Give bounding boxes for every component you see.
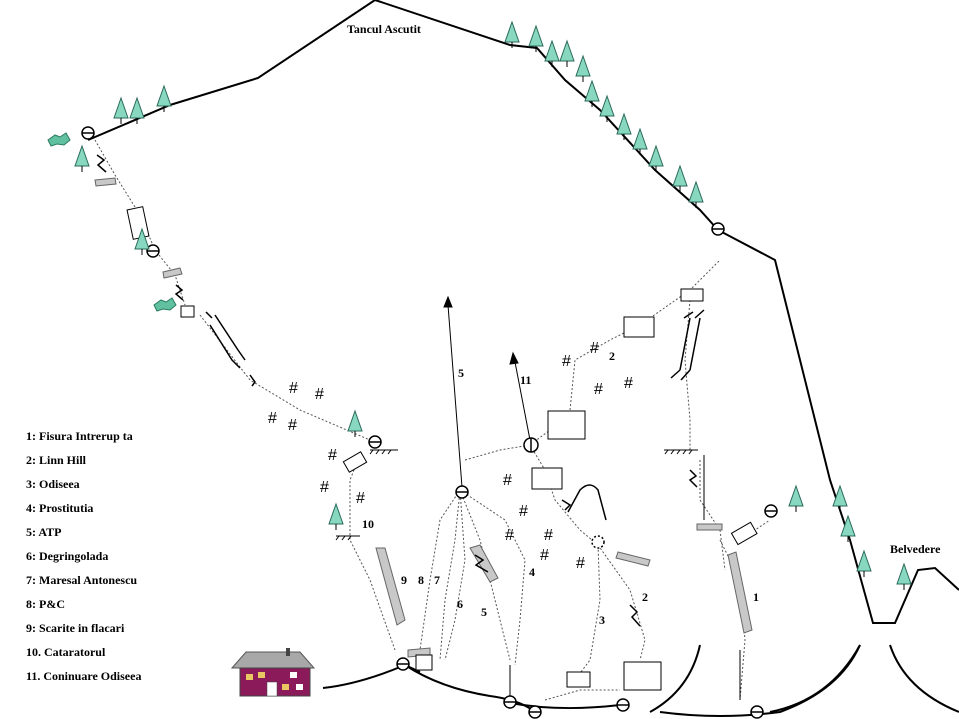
tree-icon: [896, 562, 912, 590]
tree-icon: [840, 514, 856, 542]
belvedere-label: Belvedere: [890, 542, 941, 556]
route-number-1: 1: [753, 590, 759, 604]
zigzag-marks: [96, 154, 698, 627]
route-number-4: 4: [529, 565, 535, 579]
belay-blocks: [126, 206, 758, 691]
route-number-2-upper: 2: [609, 349, 615, 363]
tree-icon: [544, 39, 560, 67]
tree-icon: [74, 144, 90, 172]
route-number-7: 7: [434, 573, 440, 587]
legend-item: 8: P&C: [26, 597, 65, 611]
hut-icon: [230, 648, 316, 697]
legend-item: 1: Fisura Intrerup ta: [26, 429, 133, 443]
svg-text:#: #: [540, 547, 549, 564]
svg-text:#: #: [590, 340, 599, 357]
tree-icon: [129, 96, 145, 124]
tree-icon: [688, 180, 704, 208]
route-number-3: 3: [599, 613, 605, 627]
legend-item: 5: ATP: [26, 525, 62, 539]
tree-icon: [559, 39, 575, 67]
tree-icon: [632, 127, 648, 155]
ledge-marks: [335, 449, 698, 541]
svg-text:#: #: [505, 527, 514, 544]
route-arrows: [443, 295, 741, 700]
svg-text:#: #: [315, 386, 324, 403]
tree-icon: [134, 227, 150, 255]
svg-text:#: #: [544, 527, 553, 544]
legend-item: 10. Cataratorul: [26, 645, 106, 659]
svg-text:#: #: [562, 353, 571, 370]
vegetation-hash-marks: # # # # # # # # # # # # # # # # #: [268, 340, 633, 572]
tree-icon: [672, 164, 688, 192]
tree-icon: [347, 409, 363, 437]
svg-text:#: #: [356, 490, 365, 507]
svg-text:#: #: [328, 447, 337, 464]
legend-item: 4: Prostitutia: [26, 501, 94, 515]
tree-icon: [616, 112, 632, 140]
route-number-11: 11: [520, 373, 532, 387]
tree-icon: [584, 79, 600, 107]
tree-icons: [74, 20, 912, 590]
route-number-5-upper: 5: [458, 366, 464, 380]
tree-icon: [528, 24, 544, 52]
legend-item: 11. Coninuare Odiseea: [26, 669, 142, 683]
tree-icon: [156, 84, 172, 112]
route-number-10: 10: [362, 517, 374, 531]
tree-icon: [113, 96, 129, 124]
tree-icon: [648, 144, 664, 172]
anchor-icons: [81, 126, 778, 719]
tree-icon: [328, 502, 344, 530]
svg-text:#: #: [289, 380, 298, 397]
svg-text:#: #: [288, 417, 297, 434]
svg-text:#: #: [268, 410, 277, 427]
route-number-8: 8: [418, 573, 424, 587]
route-number-6: 6: [457, 597, 463, 611]
tree-icon: [504, 20, 520, 48]
cliff-outline: [87, 0, 959, 717]
legend-item: 7: Maresal Antonescu: [26, 573, 138, 587]
legend-item: 2: Linn Hill: [26, 453, 87, 467]
shrub-icons: [47, 132, 177, 312]
tree-icon: [788, 484, 804, 512]
svg-text:#: #: [624, 375, 633, 392]
route-legend: 1: Fisura Intrerup ta 2: Linn Hill 3: Od…: [26, 429, 141, 693]
legend-item: 3: Odiseea: [26, 477, 80, 491]
svg-text:#: #: [576, 555, 585, 572]
route-number-9: 9: [401, 573, 407, 587]
svg-text:#: #: [503, 472, 512, 489]
svg-text:#: #: [594, 381, 603, 398]
overhang-features: [94, 177, 753, 658]
svg-text:#: #: [519, 503, 528, 520]
crack-brackets: [205, 309, 705, 521]
route-number-5-lower: 5: [481, 605, 487, 619]
tree-icon: [832, 484, 848, 512]
route-lines: [94, 139, 771, 701]
tree-icon: [575, 54, 591, 82]
summit-label: Tancul Ascutit: [347, 22, 421, 36]
tree-icon: [856, 549, 872, 577]
svg-text:#: #: [320, 479, 329, 496]
route-number-2-lower: 2: [642, 590, 648, 604]
tree-icon: [599, 94, 615, 122]
legend-item: 9: Scarite in flacari: [26, 621, 125, 635]
legend-item: 6: Degringolada: [26, 549, 109, 563]
